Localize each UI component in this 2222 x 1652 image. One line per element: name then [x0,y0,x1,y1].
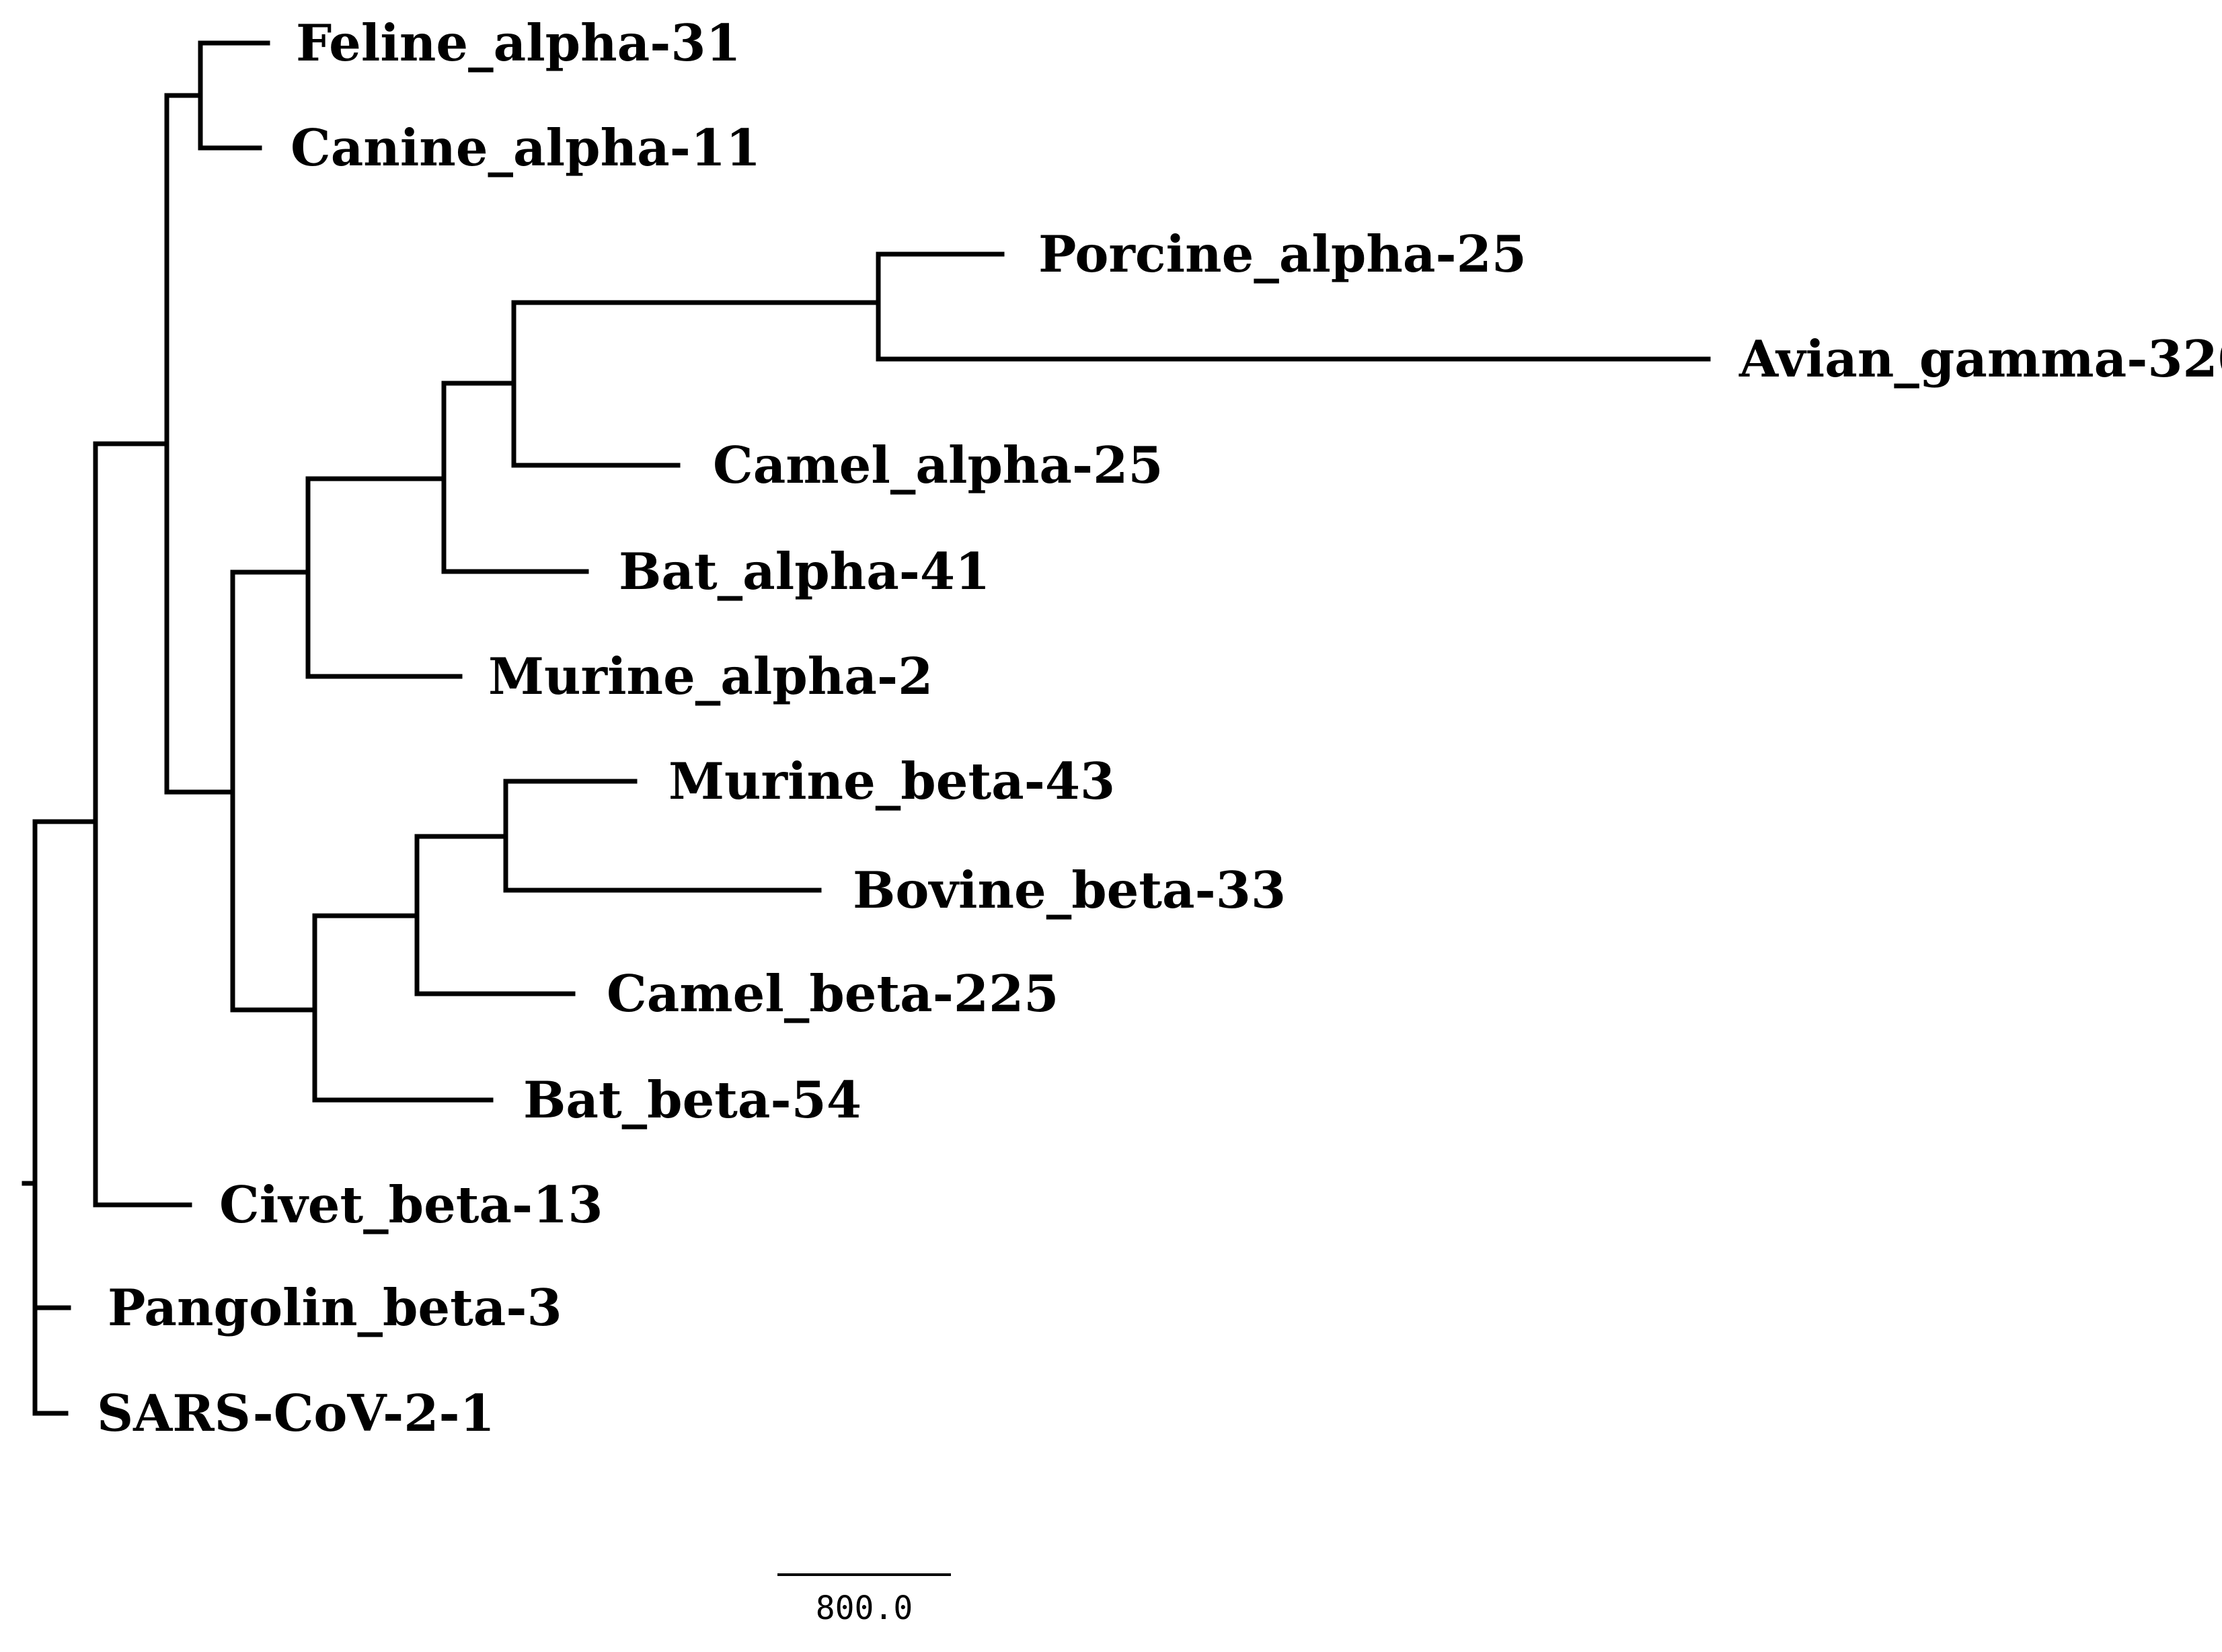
leaf-label-bovine-beta: Bovine_beta-33 [853,861,1286,920]
leaf-label-civet: Civet_beta-13 [219,1175,603,1234]
leaf-label-camel-alpha: Camel_alpha-25 [713,436,1163,495]
leaf-label-feline: Feline_alpha-31 [296,13,741,73]
leaf-label-porcine: Porcine_alpha-25 [1038,225,1527,284]
leaf-label-murine-alpha: Murine_alpha-2 [488,647,933,706]
leaf-labels: Feline_alpha-31 Canine_alpha-11 Porcine_… [97,13,2222,1443]
leaf-label-pangolin: Pangolin_beta-3 [108,1278,562,1337]
leaf-label-sars: SARS-CoV-2-1 [97,1384,495,1443]
leaf-label-bat-beta: Bat_beta-54 [523,1070,861,1130]
tree-branches [22,40,1711,1416]
leaf-label-canine: Canine_alpha-11 [291,118,761,178]
leaf-label-murine-beta: Murine_beta-43 [668,752,1115,811]
leaf-label-camel-beta: Camel_beta-225 [607,964,1059,1023]
scale-bar-label: 800.0 [816,1589,913,1627]
leaf-label-avian: Avian_gamma-320 [1738,329,2222,389]
leaf-label-bat-alpha: Bat_alpha-41 [619,542,990,601]
scale-bar: 800.0 [777,1573,951,1627]
